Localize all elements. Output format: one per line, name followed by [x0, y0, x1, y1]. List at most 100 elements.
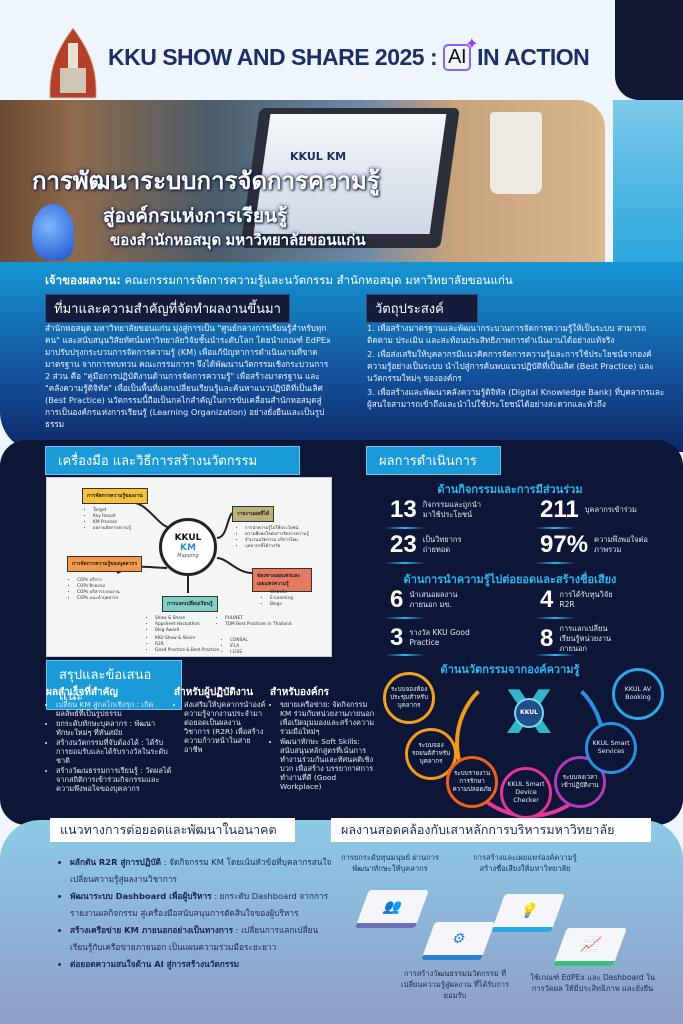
center-label-b: KM: [180, 543, 196, 553]
list-item: Key Result: [93, 514, 131, 520]
objective-item: 2. เพื่อส่งเสริมให้บุคลากรมีแนวคิดการจัด…: [367, 349, 654, 383]
node-sharing: การแลกเปลี่ยนเรียนรู้: [162, 596, 218, 612]
future-item: พัฒนาระบบ Dashboard เพื่อผู้บริหาร : ยกร…: [70, 888, 333, 922]
future-item: สร้างเครือข่าย KM ภายนอกอย่างเป็นทางการ …: [70, 922, 333, 956]
intro-panel: [0, 262, 683, 452]
future-item-title: พัฒนาระบบ Dashboard เพื่อผู้บริหาร: [70, 891, 212, 901]
stat-label: นำเสนอผลงานภายนอก มข.: [409, 590, 458, 609]
list-item: Blog Award: [155, 628, 200, 634]
list-item: Good Practice & Best Practice: [155, 648, 219, 654]
objectives-list: 1. เพื่อสร้างมาตรฐานและพัฒนากระบวนการจัด…: [367, 322, 667, 412]
list-item: จำนวนนวัตกรรม บริการใหม่: [245, 538, 309, 544]
stat-underline: [385, 617, 425, 619]
innovation-label: ระบบจองรถยนต์สำหรับบุคลากร: [411, 742, 451, 765]
node-work-km: การจัดการความรู้ของงาน: [82, 488, 148, 504]
stat-value: 211: [540, 496, 579, 523]
stat-value: 6: [390, 586, 404, 613]
future-item-text: : จัดกิจกรรม KM โดยเน้นหัวข้อที่บุคลากรส…: [70, 857, 332, 884]
list-item: CONSAL: [230, 638, 248, 644]
future-list: ผลักดัน R2R สู่การปฏิบัติ : จัดกิจกรรม K…: [58, 854, 333, 973]
future-panel: [0, 820, 683, 1024]
objectives-heading: วัตถุประสงค์: [366, 294, 478, 323]
owner-value: คณะกรรมการจัดการความรู้และนวัตกรรม สำนัก…: [124, 273, 513, 287]
future-item-title: สร้างเครือข่าย KM ภายนอกอย่างเป็นทางการ: [70, 925, 234, 935]
node-channels: ช่องทางเผยแพร่และเผยแพร่ความรู้: [252, 568, 312, 592]
list-item: ผลงานจัดการความรู้: [93, 526, 131, 532]
hero-title-line1: การพัฒนาระบบการจัดการความรู้: [32, 168, 380, 195]
stat-label: รางวัล KKU Good Practice: [409, 628, 470, 647]
event-title: KKU SHOW AND SHARE 2025 : AI✦ IN ACTION: [108, 36, 590, 71]
pillar-human-capital: การยกระดับทุนมนุษย์ ผ่านการพัฒนาทักษะให้…: [341, 853, 439, 873]
innovation-room-booking: ระบบจองห้องประชุมสำหรับบุคลากร: [383, 672, 435, 724]
future-item-text: : ยกระดับ Dashboard จากการรายงานผลกิจกรร…: [70, 891, 329, 918]
stat-underline: [535, 617, 575, 619]
list-item: ความพึงพอใจต่อการจัดการความรู้: [245, 532, 309, 538]
list-item: IFLA: [230, 644, 248, 650]
ai-label: AI: [448, 46, 467, 68]
future-item: ต่อยอดความสนใจด้าน AI สู่การสร้างนวัตกรร…: [70, 956, 333, 973]
hero-title-line2: สู่องค์กรแห่งการเรียนรู้: [103, 206, 288, 227]
list-item: KM Process: [93, 520, 131, 526]
pillar-innovation-culture: การสร้างวัฒนธรรมนวัตกรรม ที่เปลี่ยนความร…: [401, 969, 509, 1000]
practitioner-heading: สำหรับผู้ปฏิบัติงาน: [174, 687, 254, 698]
pen-cup-image: [490, 112, 542, 194]
title-prefix: KKU SHOW AND SHARE 2025 :: [108, 44, 438, 70]
innovation-smart-services: KKUL Smart Services: [585, 722, 637, 774]
list-item: Appsheet Hackathon: [155, 622, 200, 628]
stat-value: 4: [540, 586, 554, 613]
screen-label: KKUL KM: [290, 150, 347, 163]
list-item: บุคลากรที่ได้รางวัล: [245, 544, 309, 550]
stat-label: การได้รับทุนวิจัย R2R: [559, 590, 613, 609]
innovation-device-checker: KKUL Smart Device Checker: [500, 767, 552, 819]
success-heading: ผลสำเร็จที่สำคัญ: [46, 687, 118, 698]
stat-label: ความพึงพอใจต่อภาพรวม: [594, 535, 648, 554]
list-item: ขยายเครือข่าย: จัดกิจกรรม KM ร่วมกับหน่ว…: [280, 700, 380, 736]
list-item: ส่งเสริมให้บุคลากรนำองค์ความรู้จากงานประ…: [184, 700, 266, 754]
organization-list: ขยายเครือข่าย: จัดกิจกรรม KM ร่วมกับหน่ว…: [270, 700, 380, 792]
innovation-security-report: ระบบรายงานการรักษาความปลอดภัย: [446, 756, 498, 808]
list-item: COPs บริหารระบบงาน: [77, 590, 120, 596]
list-item: Target: [93, 508, 131, 514]
hero-title-line3: ของสำนักหอสมุด มหาวิทยาลัยขอนแก่น: [110, 232, 366, 249]
list-item: สร้างวัฒนธรรมการเรียนรู้ : วัดผลได้จากสถ…: [56, 766, 172, 793]
node-staff-km: การจัดการความรู้ของบุคลากร: [67, 556, 143, 572]
center-label-a: KKUL: [174, 533, 202, 543]
innovation-label: ระบบจองห้องประชุมสำหรับบุคลากร: [389, 686, 429, 709]
list-item: TQM Best Practices in Thailand: [225, 622, 291, 628]
future-item-title: ผลักดัน R2R สู่การปฏิบัติ: [70, 857, 162, 867]
hero-banner: KKUL KM: [0, 100, 605, 265]
kkul-x-logo: XKKUL: [498, 682, 560, 744]
list-item: I-LISS: [230, 650, 248, 656]
stat-label: บุคลากรเข้าร่วม: [584, 505, 637, 514]
side-decoration: [613, 100, 683, 270]
success-list: เปลี่ยน KM สู่กลไกเชิงรุก : เกิดผลลัพธ์ท…: [46, 700, 172, 794]
stat-underline: [535, 562, 575, 564]
background-text: สำนักหอสมุด มหาวิทยาลัยขอนแก่น มุ่งสู่กา…: [45, 323, 331, 429]
list-item: สร้างนวัตกรรมที่จับต้องได้ : ได้รับการยอ…: [56, 738, 172, 765]
organization-heading: สำหรับองค์กร: [270, 687, 330, 698]
node-report: รายงานผลที่ได้: [232, 506, 275, 522]
ai-badge: AI✦: [443, 36, 479, 71]
results-heading: ผลการดำเนินการ: [366, 446, 501, 475]
list-item: เปลี่ยน KM สู่กลไกเชิงรุก : เกิดผลลัพธ์ท…: [56, 700, 172, 718]
tools-heading: เครื่องมือ และวิธีการสร้างนวัตกรรม: [45, 446, 300, 475]
stat-label: เป็นวิทยากรถ่ายทอด: [422, 535, 462, 554]
practitioner-list: ส่งเสริมให้บุคลากรนำองค์ความรู้จากงานประ…: [174, 700, 266, 755]
stat-underline: [385, 562, 425, 564]
center-label-c: Mapping: [177, 553, 199, 559]
stat-underline: [535, 654, 575, 656]
list-item: Show & Share: [155, 616, 200, 622]
future-item: ผลักดัน R2R สู่การปฏิบัติ : จัดกิจกรรม K…: [70, 854, 333, 888]
sparkle-icon: ✦: [465, 36, 479, 53]
stat-value: 97%: [540, 531, 589, 558]
list-item: E-Learning: [270, 596, 293, 602]
stat-underline: [535, 527, 575, 529]
stat-participants: 211 บุคลากรเข้าร่วม: [540, 496, 647, 524]
innovation-label: KKUL Smart Services: [592, 740, 630, 755]
innovation-label: KKUL Smart Device Checker: [507, 781, 545, 804]
